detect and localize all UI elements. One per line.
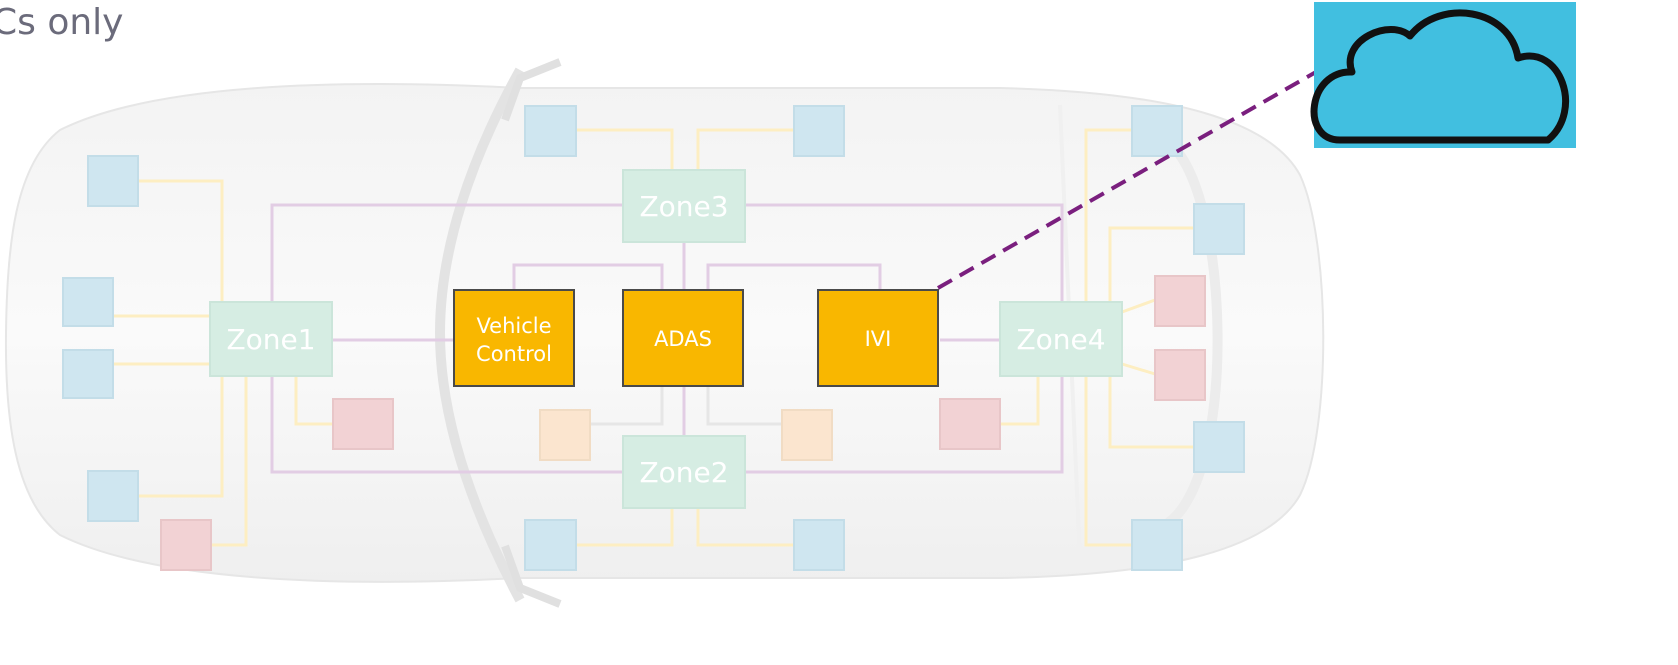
sensor-links (113, 128, 1194, 547)
sensor-blue (524, 519, 577, 571)
sensor-blue (524, 105, 577, 157)
sensor-blue (62, 349, 114, 399)
zone1-label: Zone1 (226, 323, 315, 356)
sensor-blue (1193, 421, 1245, 473)
sensor-blue (62, 277, 114, 327)
sensor-blue (1193, 203, 1245, 255)
zone3-zone1-link (270, 203, 625, 305)
vehicle-control-label-line2: Control (476, 342, 552, 366)
cloud-icon (1310, 2, 1576, 148)
sensor-red (939, 398, 1001, 450)
sensor-blue (793, 519, 845, 571)
zone2-zone1-link (270, 375, 625, 474)
zone4-box: Zone4 (999, 301, 1123, 377)
vehicle-control-adas-link (512, 263, 664, 290)
zone2-label: Zone2 (639, 456, 728, 489)
vehicle-control-box: Vehicle Control (453, 289, 575, 387)
sensor-blue (87, 155, 139, 207)
zone1-box: Zone1 (209, 301, 333, 377)
zone2-box: Zone2 (622, 435, 746, 509)
ivi-box: IVI (817, 289, 939, 387)
vehicle-control-label-line1: Vehicle (476, 314, 551, 338)
sensor-orange (781, 409, 833, 461)
backbone-links (270, 203, 1064, 474)
adas-sensor-links (590, 386, 782, 426)
adas-box: ADAS (622, 289, 744, 387)
sensor-blue (87, 470, 139, 522)
sensor-orange (539, 409, 591, 461)
zone2-zone4-link (745, 375, 1064, 474)
sensor-red (332, 398, 394, 450)
zone3-label: Zone3 (639, 190, 728, 223)
sensor-blue (1131, 105, 1183, 157)
sensor-red (1154, 349, 1206, 401)
slide-title: Cs only (0, 2, 124, 43)
zone4-label: Zone4 (1016, 323, 1105, 356)
ivi-label: IVI (865, 327, 892, 351)
sensor-blue (1131, 519, 1183, 571)
adas-label: ADAS (654, 327, 712, 351)
adas-ivi-link (706, 263, 882, 290)
sensor-blue (793, 105, 845, 157)
sensors (62, 105, 1245, 571)
sensor-red (1154, 275, 1206, 327)
sensor-red (160, 519, 212, 571)
ivi-cloud-link (937, 70, 1317, 290)
zone3-box: Zone3 (622, 169, 746, 243)
zone3-zone4-link (745, 203, 1064, 305)
